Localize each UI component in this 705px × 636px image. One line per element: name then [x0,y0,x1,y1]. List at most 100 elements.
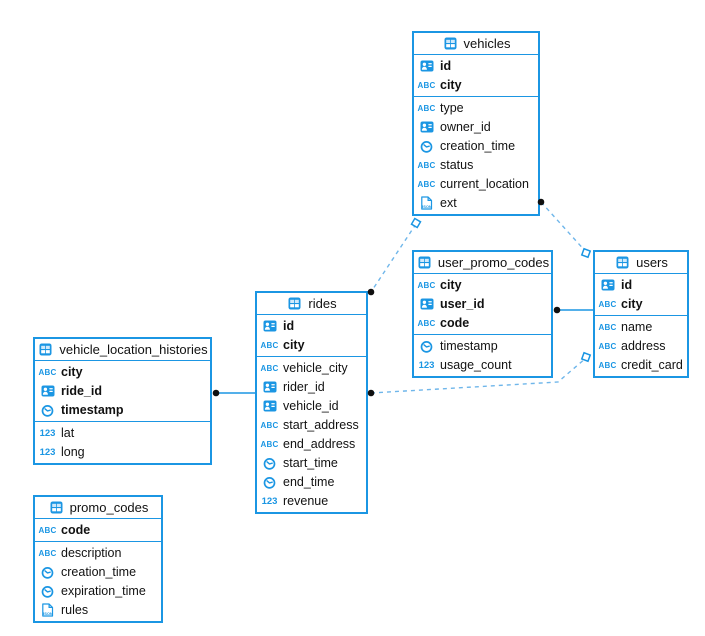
column-row-end_address[interactable]: ABC end_address [257,435,366,454]
column-name: revenue [283,494,329,508]
column-name: rider_id [283,380,325,394]
column-row-creation_time[interactable]: creation_time [414,137,538,156]
column-row-start_time[interactable]: start_time [257,454,366,473]
table-icon [48,501,65,514]
text-type-icon: ABC [38,525,57,535]
column-name: creation_time [440,139,516,153]
column-row-rider_id[interactable]: rider_id [257,378,366,397]
table-icon [37,343,54,356]
number-type-icon: 123 [261,495,278,507]
column-name: start_time [283,456,338,470]
table-header[interactable]: vehicle_location_histories [35,339,210,361]
column-name: expiration_time [61,584,146,598]
column-name: status [440,158,474,172]
column-name: id [440,59,452,73]
column-name: city [61,365,83,379]
column-name: long [61,445,85,459]
text-type-icon: ABC [598,299,617,309]
column-row-vehicle_id[interactable]: vehicle_id [257,397,366,416]
column-row-ride_id[interactable]: ride_id [35,382,210,401]
table-header[interactable]: user_promo_codes [414,252,551,274]
text-type-icon: ABC [598,322,617,332]
column-row-timestamp[interactable]: timestamp [35,401,210,420]
column-name: name [621,320,653,334]
column-name: end_address [283,437,356,451]
text-type-icon: ABC [417,179,436,189]
table-header[interactable]: vehicles [414,33,538,55]
column-row-id[interactable]: id [257,317,366,336]
column-name: ext [440,196,457,210]
column-row-owner_id[interactable]: owner_id [414,118,538,137]
relationship-line-vehicles-users[interactable] [540,201,588,254]
column-row-ext[interactable]: JSON ext [414,194,538,213]
json-type-icon: JSON [39,603,56,617]
column-row-revenue[interactable]: 123 revenue [257,492,366,511]
column-row-id[interactable]: id [595,276,687,295]
text-type-icon: ABC [260,420,279,430]
table-header[interactable]: rides [257,293,366,315]
table-title: vehicle_location_histories [59,342,208,357]
column-row-id[interactable]: id [414,57,538,76]
column-name: lat [61,426,75,440]
json-type-icon: JSON [418,196,435,210]
column-name: code [440,316,470,330]
text-type-icon: ABC [598,360,617,370]
column-name: id [283,319,295,333]
column-name: ride_id [61,384,102,398]
table-title: vehicles [463,36,511,51]
column-row-timestamp[interactable]: timestamp [414,337,551,356]
table-icon [614,256,631,269]
column-name: timestamp [61,403,124,417]
id-badge-icon [418,121,435,133]
table-header[interactable]: users [595,252,687,274]
column-name: creation_time [61,565,137,579]
id-badge-icon [39,385,56,397]
relationship-line-rides-vehicles[interactable] [370,223,417,293]
table-header[interactable]: promo_codes [35,497,161,519]
column-name: city [440,78,462,92]
column-row-user_id[interactable]: user_id [414,295,551,314]
table-title: promo_codes [69,500,149,515]
column-row-name[interactable]: ABC name [595,318,687,337]
column-name: vehicle_id [283,399,339,413]
column-name: address [621,339,666,353]
column-row-end_time[interactable]: end_time [257,473,366,492]
column-name: usage_count [440,358,512,372]
text-type-icon: ABC [260,439,279,449]
column-row-expiration_time[interactable]: expiration_time [35,582,161,601]
id-badge-icon [599,279,616,291]
table-title: user_promo_codes [437,255,550,270]
text-type-icon: ABC [417,103,436,113]
connector-dot [367,389,375,397]
column-row-creation_time[interactable]: creation_time [35,563,161,582]
